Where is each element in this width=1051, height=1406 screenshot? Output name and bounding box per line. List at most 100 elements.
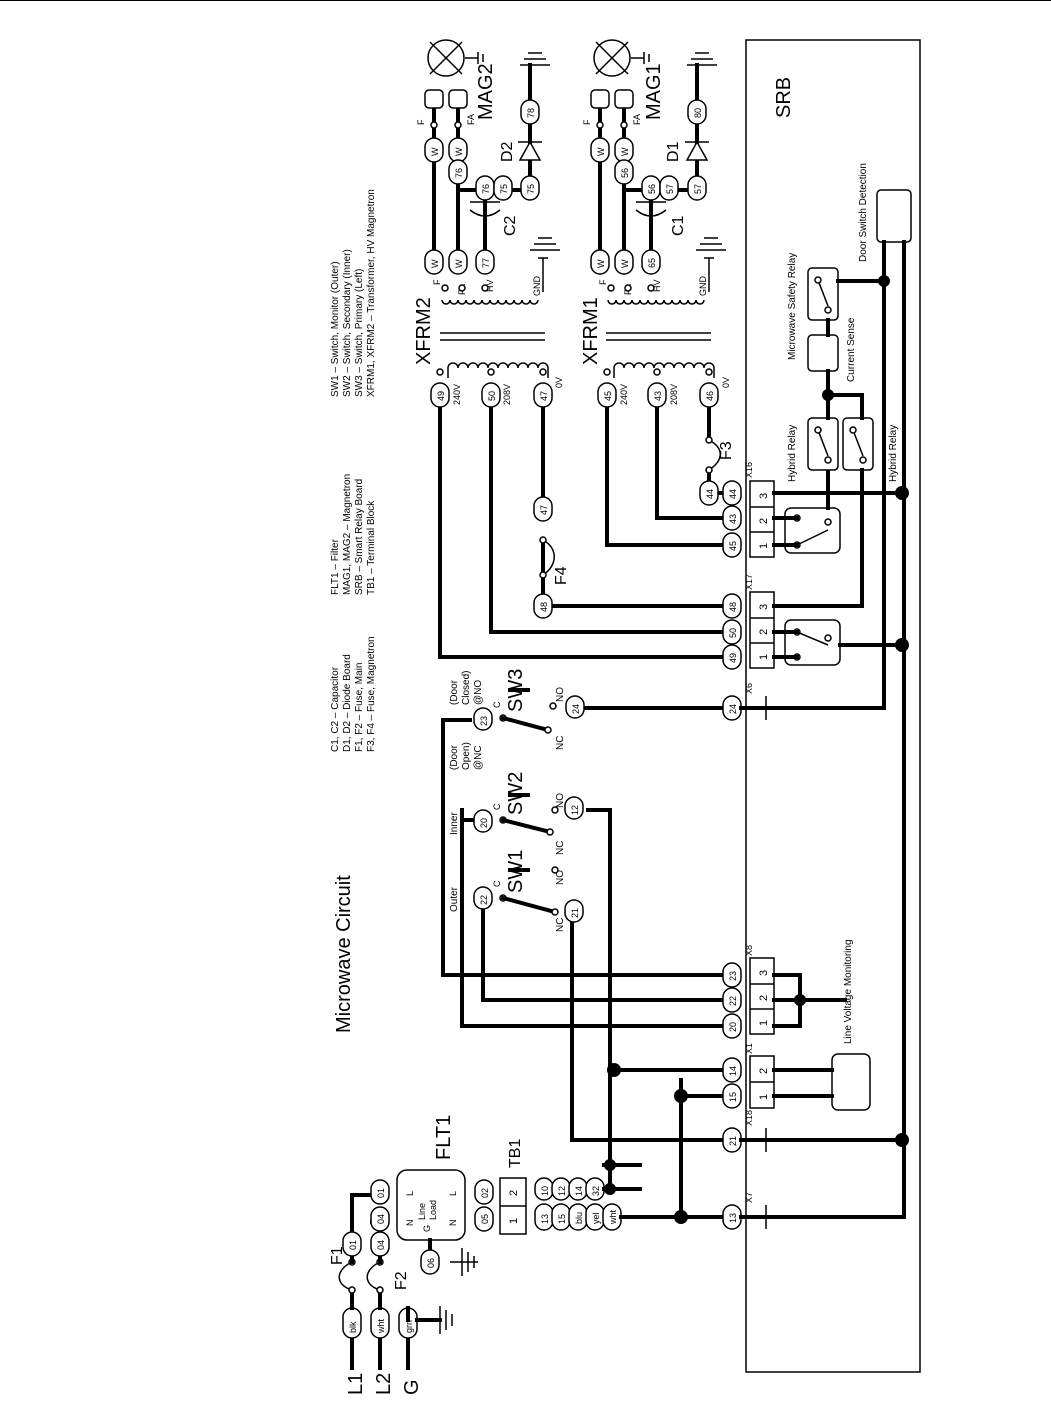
mag1-label: MAG1 bbox=[643, 63, 665, 120]
svg-text:L: L bbox=[405, 1191, 415, 1196]
svg-text:C: C bbox=[492, 880, 502, 887]
svg-text:1: 1 bbox=[758, 1094, 770, 1100]
mw-safety-relay-label: Microwave Safety Relay bbox=[787, 253, 798, 360]
svg-text:77: 77 bbox=[481, 258, 491, 268]
svg-text:46: 46 bbox=[705, 391, 715, 401]
svg-text:Load: Load bbox=[428, 1200, 438, 1220]
sw2-label: SW2 bbox=[505, 772, 527, 815]
legend-sw1: SW1 – Switch, Monitor (Outer) bbox=[330, 261, 341, 397]
svg-text:Line: Line bbox=[417, 1203, 427, 1220]
svg-text:X7: X7 bbox=[744, 1192, 754, 1203]
svg-text:1: 1 bbox=[758, 654, 770, 660]
svg-text:W: W bbox=[596, 259, 606, 268]
svg-text:57: 57 bbox=[665, 184, 675, 194]
switches: Outer 22 SW1 C NC NO 21 Inner 20 SW2 C N… bbox=[449, 669, 585, 932]
svg-text:yel: yel bbox=[591, 1212, 601, 1224]
svg-text:02: 02 bbox=[480, 1188, 490, 1198]
wire-04: 04 bbox=[376, 1214, 386, 1224]
svg-text:0V: 0V bbox=[554, 377, 564, 388]
svg-text:20: 20 bbox=[479, 818, 489, 828]
svg-text:2: 2 bbox=[758, 995, 770, 1001]
srb-internals: 1 2 3 1 2 1 2 3 1 2 3 X16 X17 X6 X8 X1 X… bbox=[739, 163, 912, 1229]
wire-06: 06 bbox=[426, 1258, 436, 1268]
svg-text:49: 49 bbox=[436, 391, 446, 401]
svg-text:47: 47 bbox=[539, 505, 549, 515]
srb-connectors: 13 21 15 14 20 22 23 24 49 50 48 45 43 4… bbox=[722, 480, 742, 1230]
wire-01b: 01 bbox=[348, 1240, 358, 1250]
svg-text:45: 45 bbox=[603, 391, 613, 401]
svg-text:50: 50 bbox=[487, 391, 497, 401]
svg-text:1: 1 bbox=[508, 1218, 520, 1224]
xfrm2: XFRM2 240V 208V 0V 49 50 47 F FA HV GND bbox=[413, 237, 564, 408]
svg-text:@NO: @NO bbox=[473, 680, 484, 705]
f3-label: F3 bbox=[718, 441, 735, 460]
svg-text:22: 22 bbox=[728, 996, 738, 1006]
line-voltage-label: Line Voltage Monitoring bbox=[843, 939, 854, 1044]
svg-text:47: 47 bbox=[539, 391, 549, 401]
mag1-section: C1 D1 80 W W 65 W W 56 56 57 57 F FA bbox=[582, 39, 717, 275]
legend-d: D1, D2 – Diode Board bbox=[342, 654, 353, 752]
srb-label: SRB bbox=[773, 77, 795, 118]
svg-text:78: 78 bbox=[526, 108, 536, 118]
svg-text:FA: FA bbox=[466, 114, 476, 125]
legend-sw3: SW3 – Switch, Primary (Left) bbox=[354, 269, 365, 397]
legend-xfrm: XFRM1, XFRM2 – Transformer, HV Magnetron bbox=[366, 189, 377, 397]
svg-text:2: 2 bbox=[508, 1190, 520, 1196]
svg-text:W: W bbox=[430, 147, 440, 156]
svg-text:80: 80 bbox=[693, 108, 703, 118]
svg-text:GND: GND bbox=[532, 276, 542, 297]
svg-text:3: 3 bbox=[758, 493, 770, 499]
svg-text:22: 22 bbox=[479, 895, 489, 905]
c1-label: C1 bbox=[670, 215, 687, 236]
svg-text:48: 48 bbox=[539, 602, 549, 612]
svg-text:W: W bbox=[454, 147, 464, 156]
door-switch-label: Door Switch Detection bbox=[858, 163, 869, 262]
svg-text:75: 75 bbox=[499, 184, 509, 194]
hybrid-relay-1: Hybrid Relay bbox=[787, 425, 798, 482]
svg-text:43: 43 bbox=[653, 391, 663, 401]
svg-text:76: 76 bbox=[481, 184, 491, 194]
svg-text:13: 13 bbox=[540, 1214, 550, 1224]
svg-text:3: 3 bbox=[758, 604, 770, 610]
f1-label: F1 bbox=[329, 1246, 346, 1265]
mag2-label: MAG2 bbox=[475, 63, 497, 120]
svg-text:0V: 0V bbox=[721, 377, 731, 388]
svg-text:2: 2 bbox=[758, 1068, 770, 1074]
svg-text:56: 56 bbox=[620, 168, 630, 178]
xfrm1: XFRM1 240V 208V 0V 45 43 46 F FA HV GND bbox=[580, 237, 731, 408]
svg-text:49: 49 bbox=[728, 653, 738, 663]
svg-text:12: 12 bbox=[557, 1186, 567, 1196]
svg-text:Open): Open) bbox=[461, 742, 472, 770]
svg-text:65: 65 bbox=[647, 258, 657, 268]
xfrm1-label: XFRM1 bbox=[580, 297, 602, 365]
svg-text:X17: X17 bbox=[744, 574, 754, 590]
svg-text:GND: GND bbox=[698, 276, 708, 297]
svg-text:F: F bbox=[432, 279, 442, 285]
fuses-f34: 47 F4 48 F3 44 bbox=[533, 436, 735, 619]
svg-text:23: 23 bbox=[728, 971, 738, 981]
svg-text:20: 20 bbox=[728, 1022, 738, 1032]
sw3-label: SW3 bbox=[505, 669, 527, 712]
top-rule bbox=[0, 0, 1051, 1]
sw1-desc: Outer bbox=[449, 886, 460, 912]
svg-text:240V: 240V bbox=[452, 384, 462, 405]
diagram-title: Microwave Circuit bbox=[333, 875, 355, 1033]
svg-text:N: N bbox=[448, 1220, 458, 1227]
svg-text:13: 13 bbox=[728, 1213, 738, 1223]
svg-text:208V: 208V bbox=[502, 384, 512, 405]
legend-sw2: SW2 – Switch, Secondary (Inner) bbox=[342, 249, 353, 397]
svg-text:NO: NO bbox=[555, 870, 566, 885]
svg-text:F: F bbox=[416, 119, 426, 125]
svg-text:75: 75 bbox=[526, 184, 536, 194]
svg-text:X6: X6 bbox=[744, 683, 754, 694]
svg-text:G: G bbox=[422, 1225, 432, 1232]
svg-text:14: 14 bbox=[728, 1066, 738, 1076]
mag2-section: C2 D2 78 W W 77 W W 76 76 75 75 F FA bbox=[416, 39, 550, 275]
d2-label: D2 bbox=[499, 141, 516, 162]
legend-f12: F1, F2 – Fuse, Main bbox=[354, 663, 365, 752]
svg-text:21: 21 bbox=[570, 908, 580, 918]
flt1-label: FLT1 bbox=[433, 1115, 455, 1160]
svg-text:F: F bbox=[598, 279, 608, 285]
svg-text:10: 10 bbox=[540, 1186, 550, 1196]
